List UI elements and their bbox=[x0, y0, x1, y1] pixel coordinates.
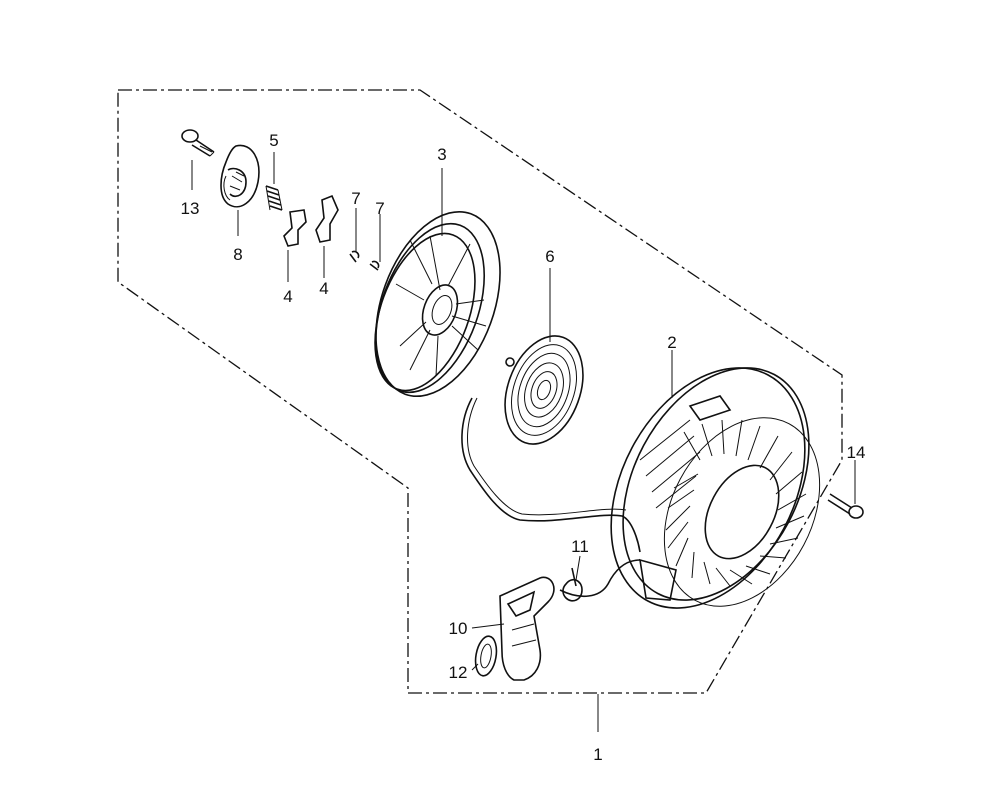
part-13-bolt bbox=[181, 129, 215, 157]
callout-13: 13 bbox=[181, 199, 200, 218]
callout-4-right: 4 bbox=[319, 279, 328, 298]
part-2-starter-case bbox=[610, 367, 821, 609]
part-3-reel bbox=[374, 210, 501, 398]
part-12-grip-insert bbox=[474, 635, 498, 677]
part-7-pin-left bbox=[349, 250, 360, 263]
leader-lines bbox=[191, 145, 856, 732]
starter-rope bbox=[461, 397, 641, 553]
callout-7-right: 7 bbox=[375, 199, 384, 218]
callout-1: 1 bbox=[593, 745, 602, 764]
part-7-pin-right bbox=[369, 260, 380, 271]
part-4-ratchet-left bbox=[283, 209, 307, 247]
assembly-boundary bbox=[117, 89, 843, 694]
callout-11: 11 bbox=[571, 537, 589, 556]
callout-10: 10 bbox=[449, 619, 468, 638]
part-10-starter-grip bbox=[499, 576, 555, 681]
part-14-bolt bbox=[827, 493, 864, 519]
callout-2: 2 bbox=[667, 333, 676, 352]
callout-14: 14 bbox=[847, 443, 866, 462]
callout-7-left: 7 bbox=[351, 189, 360, 208]
callout-3: 3 bbox=[437, 145, 446, 164]
part-4-ratchet-right bbox=[315, 194, 339, 243]
part-8-ratchet-plate bbox=[220, 144, 260, 208]
part-6-spiral-spring bbox=[504, 335, 584, 445]
callout-8: 8 bbox=[233, 245, 242, 264]
callout-5: 5 bbox=[269, 131, 278, 150]
callout-4-left: 4 bbox=[283, 287, 292, 306]
callout-12: 12 bbox=[449, 663, 468, 682]
callout-6: 6 bbox=[545, 247, 554, 266]
part-11-rope-link bbox=[562, 567, 583, 602]
part-5-spring bbox=[265, 185, 283, 211]
